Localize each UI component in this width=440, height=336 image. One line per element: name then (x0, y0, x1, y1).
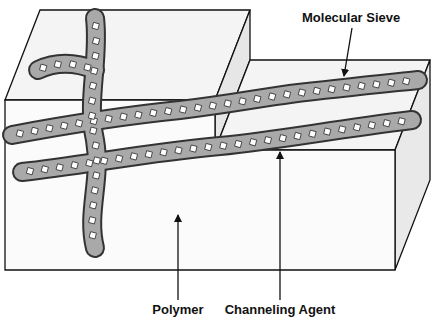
leader-line (344, 28, 352, 76)
sieve-cube (235, 140, 242, 147)
sieve-cube (368, 122, 375, 129)
sieve-cube (279, 135, 286, 142)
sieve-cube (61, 122, 68, 129)
part-label: Channeling Agent (223, 302, 338, 318)
sieve-cube (358, 82, 365, 89)
sieve-cube (190, 145, 197, 152)
sieve-cube (388, 79, 395, 86)
sieve-cube (254, 95, 261, 102)
sieve-cube (71, 162, 78, 169)
sieve-cube (92, 37, 99, 44)
sieve-cube (209, 102, 216, 109)
sieve-cube (86, 159, 93, 166)
sieve-cube (92, 22, 99, 29)
sieve-cube (41, 166, 48, 173)
sieve-cube (40, 64, 47, 71)
sieve-cube (89, 217, 96, 224)
sieve-cube (92, 142, 99, 149)
sieve-cube (91, 187, 98, 194)
sieve-cube (93, 172, 100, 179)
sieve-cube (283, 91, 290, 98)
sieve-cube (130, 153, 137, 160)
sieve-cube (205, 143, 212, 150)
sieve-cube (90, 127, 97, 134)
sieve-cube (88, 112, 95, 119)
sieve-cube (93, 157, 100, 164)
sieve-cube (31, 127, 38, 134)
sieve-cube (88, 97, 95, 104)
sieve-cube (54, 61, 61, 68)
upper-top-face (5, 10, 250, 100)
sieve-cube (403, 78, 410, 85)
sieve-cube (160, 149, 167, 156)
sieve-cube (294, 132, 301, 139)
leader-line (177, 215, 178, 300)
part-label: Polymer (150, 302, 205, 318)
tube-body (12, 80, 418, 135)
sieve-cube (175, 147, 182, 154)
sieve-cube (92, 52, 99, 59)
part-label: Molecular Sieve (300, 10, 402, 26)
sieve-cube (145, 151, 152, 158)
sieve-cube (309, 130, 316, 137)
sieve-cube (165, 108, 172, 115)
sieve-cube (398, 118, 405, 125)
sieve-cube (239, 98, 246, 105)
sieve-cube (84, 64, 91, 71)
sieve-cube (89, 232, 96, 239)
sieve-cube (373, 81, 380, 88)
sieve-cube (46, 125, 53, 132)
sieve-cube (353, 124, 360, 131)
sieve-cube (91, 67, 98, 74)
sieve-cube (328, 86, 335, 93)
sieve-cube (383, 120, 390, 127)
sieve-cube (313, 87, 320, 94)
channeling-tubes (12, 18, 418, 248)
sieve-cube (135, 111, 142, 118)
sieve-cube (150, 109, 157, 116)
sieve-cube (26, 167, 33, 174)
sieve-cube (224, 100, 231, 107)
sieve-cube (298, 89, 305, 96)
sieve-cube (90, 202, 97, 209)
sieve-cube (179, 106, 186, 113)
sieve-cubes (16, 22, 410, 239)
sieve-cube (194, 104, 201, 111)
sieve-cube (324, 128, 331, 135)
sieve-cube (264, 137, 271, 144)
sieve-cube (89, 82, 96, 89)
sieve-cube (268, 93, 275, 100)
sieve-cube (343, 84, 350, 91)
leader-line (279, 152, 280, 300)
sieve-cube (338, 126, 345, 133)
sieve-cube (56, 164, 63, 171)
tube-outline (12, 80, 418, 135)
sieve-cube (249, 139, 256, 146)
sieve-cube (16, 130, 23, 137)
sieve-cube (75, 120, 82, 127)
sieve-cube (101, 157, 108, 164)
sieve-cube (120, 113, 127, 120)
sieve-cube (115, 155, 122, 162)
sieve-cube (105, 115, 112, 122)
tube-body (22, 120, 412, 172)
sieve-cube (69, 61, 76, 68)
sieve-cube (220, 142, 227, 149)
